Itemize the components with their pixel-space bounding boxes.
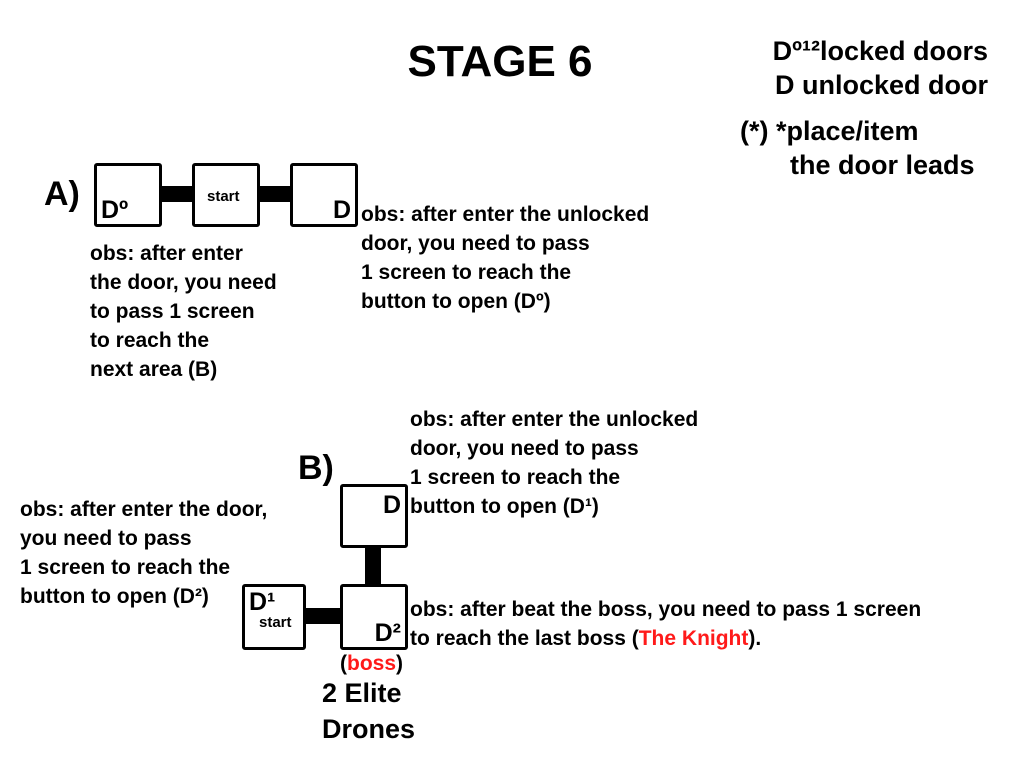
room-a-unlocked: D	[290, 163, 358, 227]
room-a-start: start	[192, 163, 260, 227]
note-a-left-line: the door, you need	[90, 271, 277, 294]
note-b-left: obs: after enter the door, you need to p…	[20, 495, 267, 611]
note-b-left-line: 1 screen to reach the	[20, 556, 231, 579]
note-a-right-line: obs: after enter the unlocked	[361, 203, 650, 226]
room-b-top-label: D	[382, 491, 401, 519]
room-a-unlocked-label: D	[332, 196, 351, 224]
note-b-top-line: 1 screen to reach the	[410, 466, 621, 489]
boss-tag-close: )	[396, 652, 404, 675]
note-a-left-line: obs: after enter	[90, 242, 243, 265]
room-a-locked-label: Dº	[101, 196, 129, 224]
section-a-label: A)	[44, 175, 80, 213]
note-a-left-line: to reach the	[90, 329, 210, 352]
room-b-start: D¹ start	[242, 584, 306, 650]
room-b-start-sub: start	[259, 614, 292, 631]
note-a-right-line: button to open (Dº)	[361, 290, 551, 313]
elite-drones-line2: Drones	[322, 714, 416, 744]
boss-tag-word: boss	[347, 652, 397, 675]
note-b-top-line: obs: after enter the unlocked	[410, 408, 699, 431]
note-a-left-line: next area (B)	[90, 358, 218, 381]
page-title: STAGE 6	[407, 37, 593, 86]
legend: Dº¹²locked doors D unlocked door	[700, 34, 988, 102]
section-b-label: B)	[298, 449, 334, 487]
note-b-top-line: button to open (D¹)	[410, 495, 599, 518]
note-a-right: obs: after enter the unlocked door, you …	[361, 200, 649, 316]
elite-drones-note: 2 Elite Drones	[322, 675, 415, 747]
note-b-left-line: you need to pass	[20, 527, 192, 550]
note-a-right-line: door, you need to pass	[361, 232, 590, 255]
note-a-right-line: 1 screen to reach the	[361, 261, 572, 284]
note-b-boss: obs: after beat the boss, you need to pa…	[410, 595, 921, 653]
note-b-top: obs: after enter the unlocked door, you …	[410, 405, 698, 521]
connector-a-right	[258, 186, 292, 202]
legend-place-line1: (*) *place/item	[740, 116, 919, 146]
connector-a-left	[160, 186, 194, 202]
legend-place-item: (*) *place/item the door leads	[740, 114, 975, 182]
boss-tag-open: (	[340, 652, 347, 675]
note-a-left: obs: after enter the door, you need to p…	[90, 239, 277, 384]
note-b-boss-line2: to reach the last boss (The Knight).	[410, 624, 921, 653]
note-b-left-line: button to open (D²)	[20, 585, 209, 608]
note-b-boss-line2-pre: to reach the last boss (	[410, 627, 639, 650]
elite-drones-line1: 2 Elite	[322, 678, 402, 708]
room-b-boss: D²	[340, 584, 408, 650]
connector-b-vertical	[365, 546, 381, 586]
note-a-left-line: to pass 1 screen	[90, 300, 255, 323]
note-b-left-line: obs: after enter the door,	[20, 498, 268, 521]
legend-place-line2: the door leads	[790, 150, 975, 180]
connector-b-horizontal	[304, 608, 344, 624]
last-boss-name: The Knight	[638, 627, 749, 650]
room-b-boss-label: D²	[374, 619, 401, 647]
room-b-top: D	[340, 484, 408, 548]
boss-tag: (boss)	[340, 649, 403, 678]
room-b-start-label: D¹	[249, 588, 276, 616]
room-a-start-label: start	[207, 188, 240, 205]
note-b-boss-line1: obs: after beat the boss, you need to pa…	[410, 598, 922, 621]
room-a-locked: Dº	[94, 163, 162, 227]
note-b-boss-line2-post: ).	[748, 627, 762, 650]
legend-locked-doors: Dº¹²locked doors	[772, 36, 988, 66]
legend-unlocked-door: D unlocked door	[774, 70, 988, 100]
note-b-top-line: door, you need to pass	[410, 437, 639, 460]
